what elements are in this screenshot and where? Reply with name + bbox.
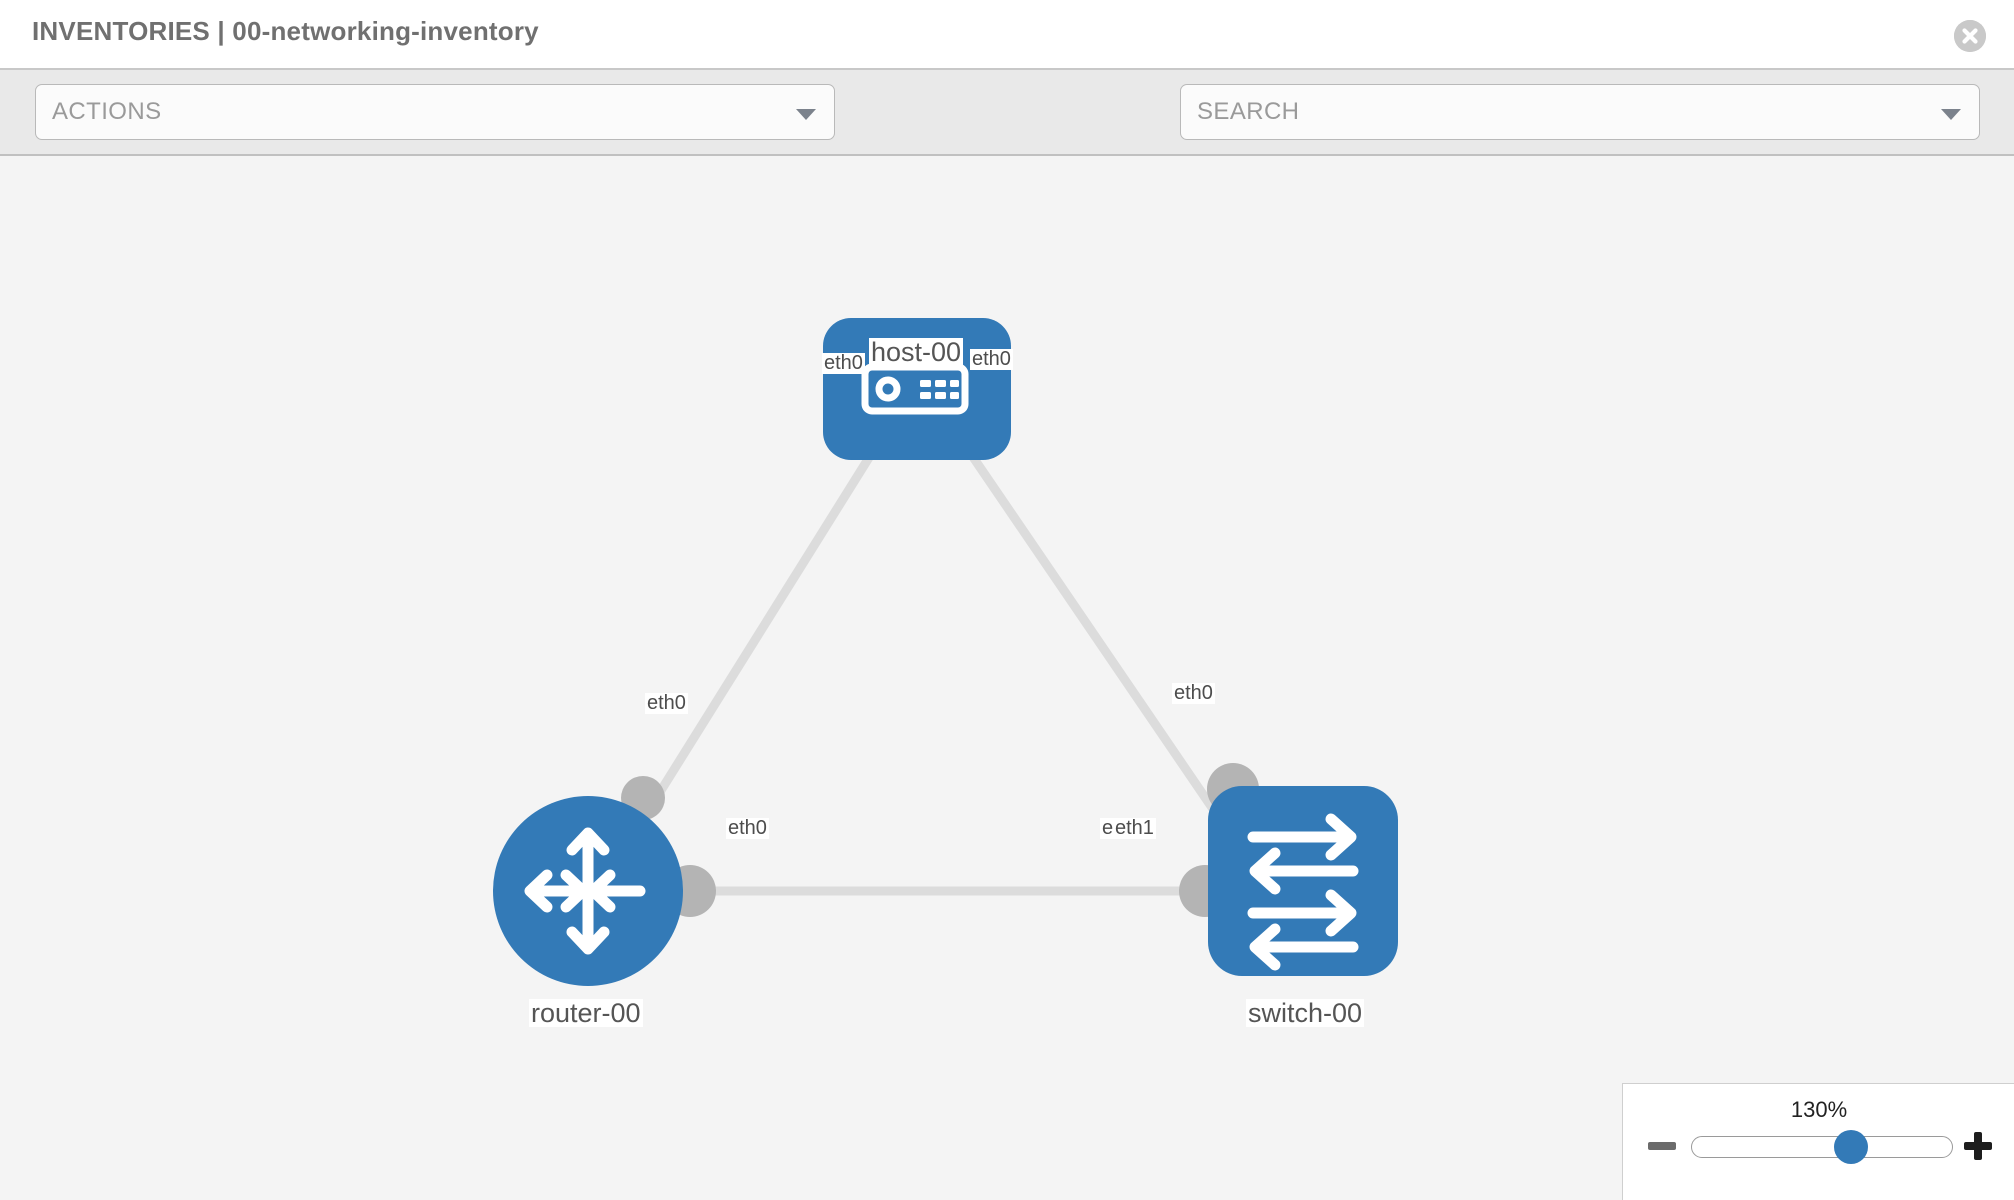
search-input-placeholder: SEARCH bbox=[1197, 98, 1300, 125]
node-label-router: router-00 bbox=[529, 998, 643, 1028]
page-title: INVENTORIES | 00-networking-inventory bbox=[32, 16, 539, 46]
minus-icon[interactable] bbox=[1645, 1129, 1679, 1163]
close-icon[interactable] bbox=[1954, 20, 1986, 52]
zoom-slider-thumb[interactable] bbox=[1834, 1130, 1868, 1164]
node-label-host: host-00 bbox=[869, 337, 964, 367]
topology-connectors bbox=[621, 390, 1259, 917]
iface-label-host-left: eth0 bbox=[822, 352, 865, 374]
iface-label-router-up: eth0 bbox=[645, 692, 688, 714]
topology-canvas[interactable]: host-00 router-00 switch-00 eth0 eth0 et… bbox=[0, 156, 2014, 1200]
node-router-00[interactable] bbox=[493, 796, 683, 986]
toolbar: ACTIONS SEARCH bbox=[0, 68, 2014, 198]
chevron-down-icon bbox=[796, 109, 816, 120]
zoom-level-value: 130% bbox=[1790, 1097, 1848, 1122]
actions-dropdown[interactable]: ACTIONS bbox=[35, 84, 835, 140]
zoom-control-panel: 130% bbox=[1622, 1083, 2014, 1200]
node-switch-00[interactable] bbox=[1208, 786, 1398, 976]
iface-label-host-right: eth0 bbox=[970, 348, 1013, 370]
topology-links bbox=[616, 413, 1249, 896]
link-host-router bbox=[616, 413, 899, 859]
chevron-down-icon bbox=[1941, 109, 1961, 120]
link-host-switch bbox=[941, 413, 1249, 859]
plus-icon[interactable] bbox=[1961, 1129, 1995, 1163]
iface-label-router-right: eth0 bbox=[726, 817, 769, 839]
search-input[interactable]: SEARCH bbox=[1180, 84, 1980, 140]
zoom-slider-track[interactable] bbox=[1691, 1136, 1953, 1158]
iface-label-switch-up: eth0 bbox=[1172, 682, 1215, 704]
node-label-switch: switch-00 bbox=[1246, 998, 1365, 1028]
iface-label-switch-left: eth1 bbox=[1113, 817, 1156, 839]
page-header: INVENTORIES | 00-networking-inventory bbox=[0, 0, 2014, 68]
actions-dropdown-label: ACTIONS bbox=[52, 98, 162, 125]
topology-graph bbox=[493, 318, 1398, 986]
